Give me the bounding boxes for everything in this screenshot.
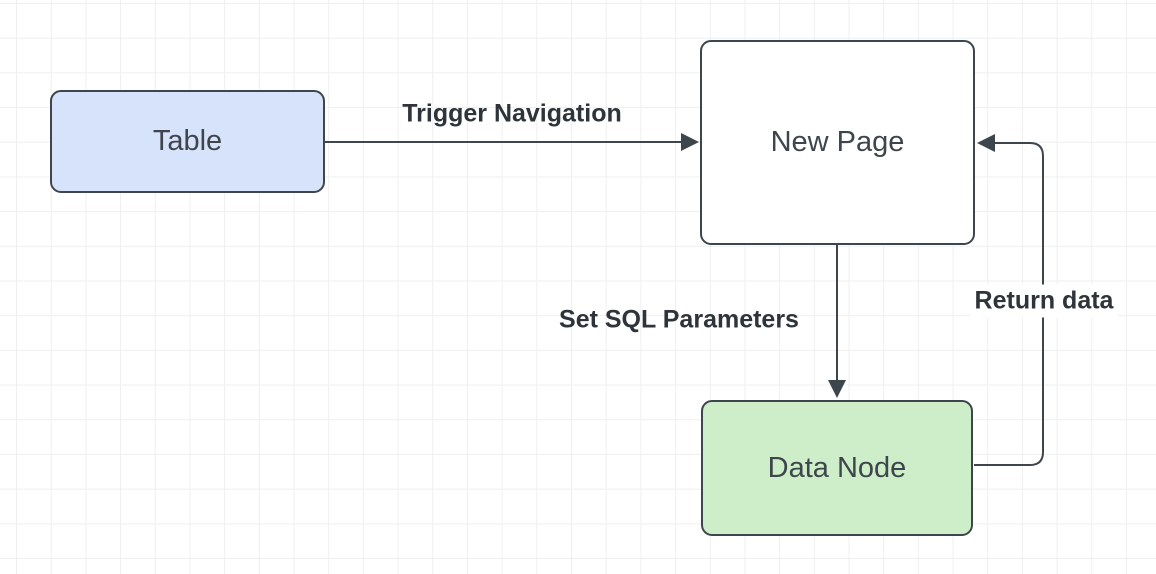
arrowhead-down-icon [828, 380, 846, 398]
node-new-page-label: New Page [770, 126, 905, 158]
arrowhead-right-icon [681, 133, 699, 151]
node-data-node-label: Data Node [767, 451, 907, 484]
node-table-label: Table [152, 125, 223, 157]
edge-label-trigger-navigation: Trigger Navigation [402, 99, 622, 128]
edge-trigger-navigation[interactable] [325, 133, 699, 151]
node-data-node[interactable]: Data Node [701, 400, 973, 536]
arrowhead-left-icon [977, 134, 995, 152]
node-table[interactable]: Table [50, 90, 325, 193]
edge-set-sql-parameters[interactable] [828, 245, 846, 398]
node-new-page[interactable]: New Page [700, 40, 975, 245]
edge-label-set-sql-parameters: Set SQL Parameters [559, 305, 799, 334]
edge-label-return-data: Return data [970, 284, 1118, 318]
